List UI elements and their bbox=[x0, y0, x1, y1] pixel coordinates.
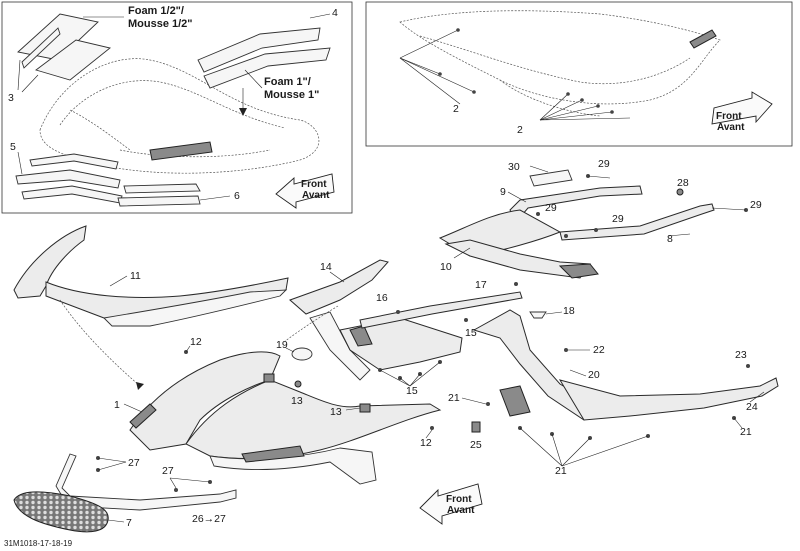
part-17-strip bbox=[359, 282, 563, 329]
callout-23: 23 bbox=[735, 349, 747, 361]
note-foam-half-inch: Foam 1/2"/Mousse 1/2" bbox=[128, 5, 193, 30]
callout-11: 11 bbox=[130, 270, 141, 282]
callout-2-a: 2 bbox=[453, 103, 459, 115]
part-10-frame bbox=[438, 209, 599, 279]
callout-9: 9 bbox=[500, 186, 506, 198]
callout-18: 18 bbox=[563, 305, 575, 317]
callout-21-b: 21 bbox=[448, 392, 460, 404]
callout-25: 25 bbox=[470, 439, 482, 451]
callout-2-b: 2 bbox=[517, 124, 523, 136]
front-label-line1: Front bbox=[301, 179, 327, 190]
hood-ghost-outline bbox=[39, 58, 320, 174]
part-19-cap bbox=[285, 347, 313, 361]
front-label-line2: Avant bbox=[302, 190, 330, 201]
callout-7: 7 bbox=[126, 517, 132, 529]
front-arrow-inset-2: Front Avant bbox=[711, 91, 773, 133]
callout-29-a: 29 bbox=[598, 158, 610, 170]
callout-27-a: 27 bbox=[128, 457, 140, 469]
note-foam-one-inch: Foam 1"/Mousse 1" bbox=[264, 76, 319, 101]
callout-1: 1 bbox=[114, 399, 120, 411]
foam-pad-half-inch bbox=[17, 13, 112, 81]
callout-28: 28 bbox=[677, 177, 689, 189]
callout-24: 24 bbox=[746, 401, 758, 413]
fasteners-15 bbox=[378, 310, 468, 387]
callout-6: 6 bbox=[234, 190, 240, 202]
callout-16: 16 bbox=[376, 292, 388, 304]
callout-26: 26→27 bbox=[192, 513, 226, 525]
callout-30: 30 bbox=[508, 161, 520, 173]
front-arrow-inset-1: Front Avant bbox=[275, 173, 335, 209]
callout-8: 8 bbox=[667, 233, 673, 245]
foam-strips bbox=[15, 153, 201, 207]
inset-leaders bbox=[17, 13, 331, 201]
front-arrow-main: Front Avant bbox=[419, 483, 483, 525]
callout-3: 3 bbox=[8, 92, 14, 104]
part-11-visor bbox=[13, 225, 289, 327]
part-14-side-panel bbox=[289, 259, 463, 381]
callout-14: 14 bbox=[320, 261, 332, 273]
callout-27-b: 27 bbox=[162, 465, 174, 477]
callout-19: 19 bbox=[276, 339, 288, 351]
callout-17: 17 bbox=[475, 279, 487, 291]
callout-20: 20 bbox=[588, 369, 600, 381]
callout-10: 10 bbox=[440, 261, 452, 273]
callout-12-b: 12 bbox=[420, 437, 432, 449]
part-7-grille bbox=[13, 491, 125, 533]
callout-4: 4 bbox=[332, 7, 338, 19]
vent-grille-ghost bbox=[149, 141, 213, 161]
callout-21-c: 21 bbox=[555, 465, 567, 477]
fasteners-12-13 bbox=[184, 345, 434, 439]
front-label-line2-c: Avant bbox=[447, 505, 475, 516]
part-20-side-rail bbox=[472, 309, 779, 421]
callout-13-b: 13 bbox=[330, 406, 342, 418]
underside-ghost-outline bbox=[399, 10, 721, 117]
callout-29-d: 29 bbox=[750, 199, 762, 211]
callout-12-a: 12 bbox=[190, 336, 202, 348]
fasteners-21 bbox=[518, 426, 650, 467]
part-1-hood bbox=[59, 299, 442, 485]
callout-15-a: 15 bbox=[465, 327, 477, 339]
reference-code: 31M1018-17-18-19 bbox=[4, 539, 73, 548]
fasteners-top bbox=[536, 174, 748, 238]
foam-pad-one-inch bbox=[197, 27, 331, 89]
callout-5: 5 bbox=[10, 141, 16, 153]
part-8-rod bbox=[559, 203, 715, 241]
inset-panel-underside bbox=[365, 1, 793, 147]
underside-fastener-leaders bbox=[399, 28, 631, 121]
callout-13-a: 13 bbox=[291, 395, 303, 407]
callout-29-c: 29 bbox=[612, 213, 624, 225]
callout-29-b: 29 bbox=[545, 202, 557, 214]
front-label-line1-c: Front bbox=[446, 494, 472, 505]
callout-21-a: 21 bbox=[740, 426, 752, 438]
callout-22: 22 bbox=[593, 344, 605, 356]
front-label-line2-b: Avant bbox=[717, 122, 745, 133]
part-25-clip bbox=[471, 421, 481, 433]
front-label-line1-b: Front bbox=[716, 111, 742, 122]
inset-panel-foam bbox=[1, 1, 353, 214]
callout-15-b: 15 bbox=[406, 385, 418, 397]
part-30-tube bbox=[529, 165, 573, 187]
